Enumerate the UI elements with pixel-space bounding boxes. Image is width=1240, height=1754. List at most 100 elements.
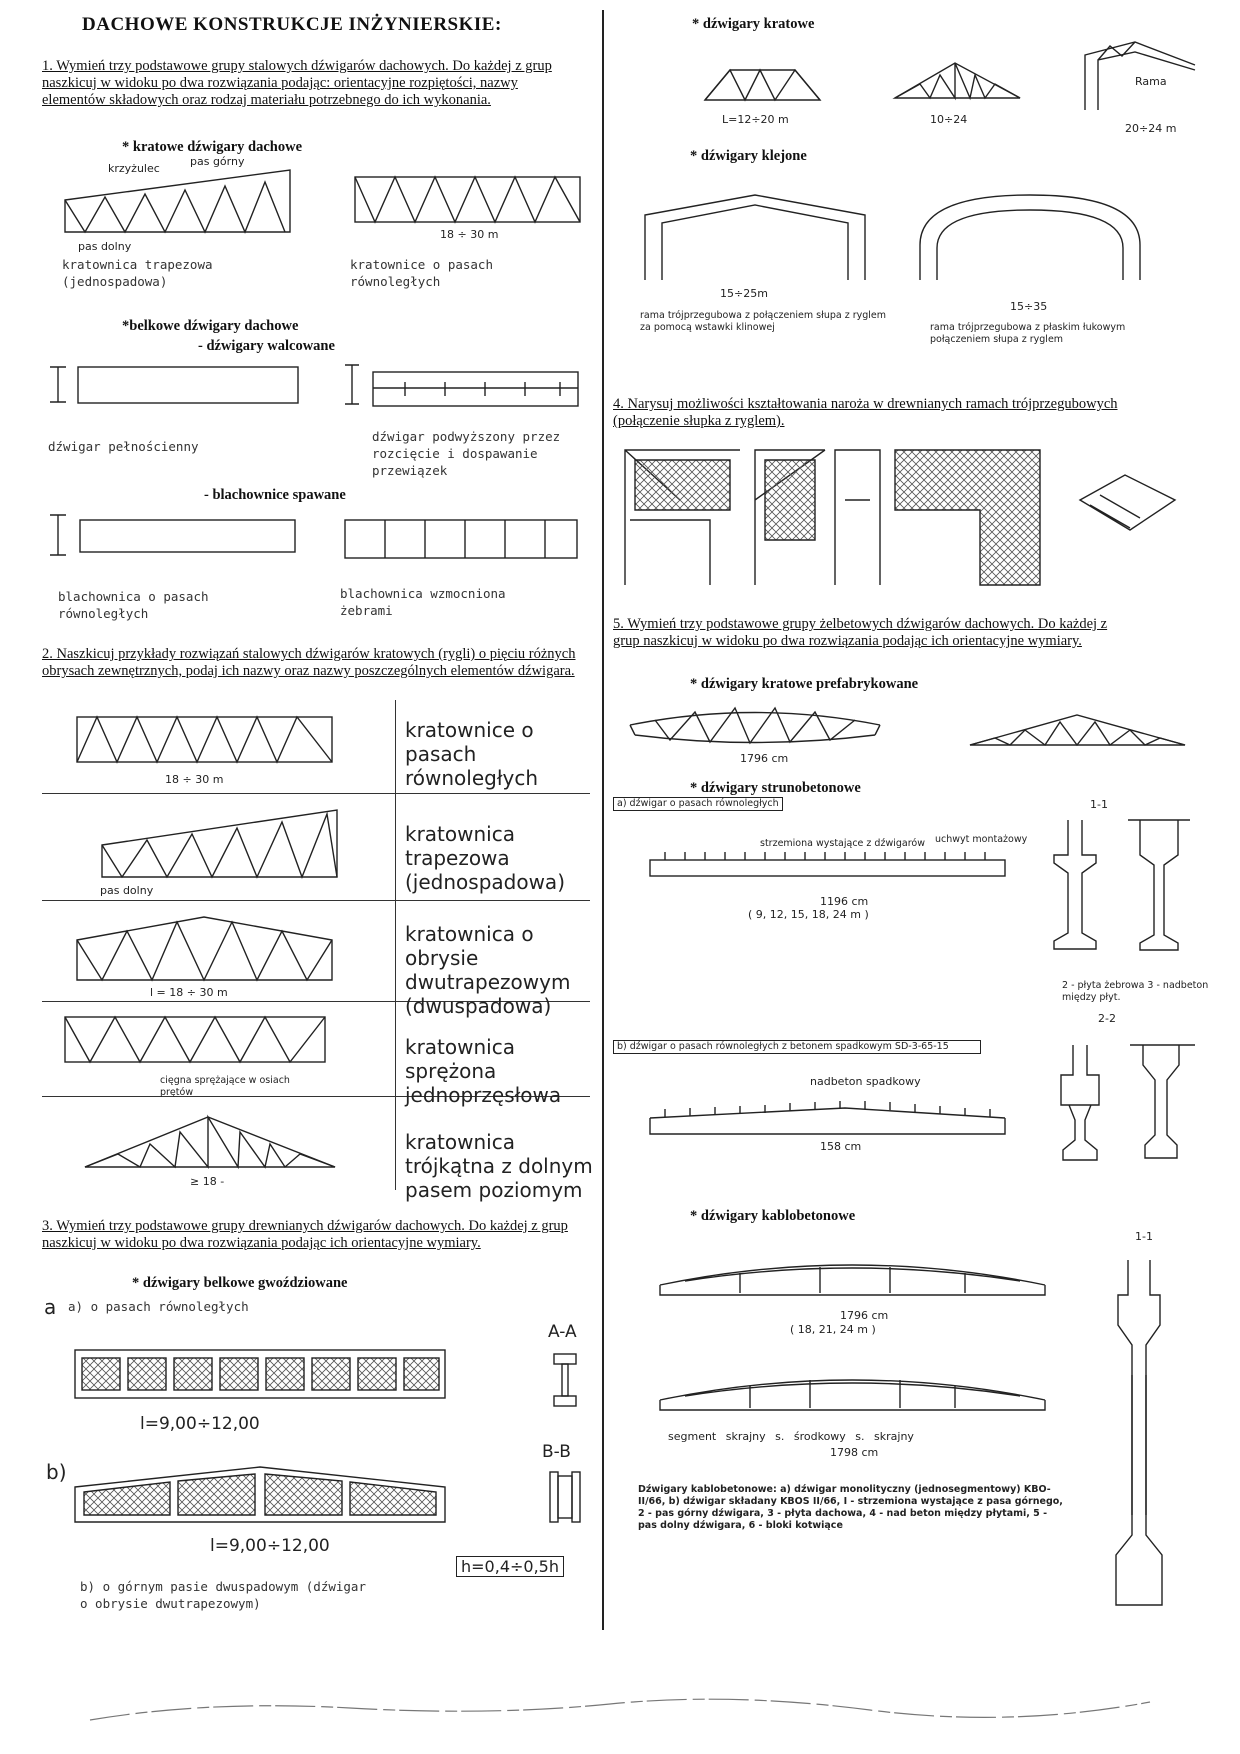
plate-girder-2-drawing — [344, 519, 578, 559]
dim-truss-a: L=12÷20 m — [722, 113, 789, 126]
q2-dim-1: 18 ÷ 30 m — [165, 773, 224, 786]
question-2: 2. Naszkicuj przykłady rozwiązań stalowy… — [42, 646, 576, 679]
timber-truss-a — [703, 68, 822, 102]
corner-joints-drawing — [624, 449, 1177, 586]
h-ratio-box: h=0,4÷0,5h — [456, 1556, 564, 1577]
caption-trapez: kratownica trapezowa (jednospadowa) — [62, 257, 213, 289]
pretensioned-girder-a — [649, 852, 1006, 877]
dim-glulam-1: 15÷25m — [720, 287, 768, 300]
q2-dim-3: l = 18 ÷ 30 m — [150, 986, 228, 999]
column-divider — [602, 10, 604, 1630]
heading-prefab: * dźwigary kratowe prefabrykowane — [690, 676, 919, 692]
q2-truss-parallel — [76, 715, 333, 764]
section-2-2-drawing — [1060, 1044, 1195, 1161]
heading-klejone: * dźwigary klejone — [690, 148, 807, 164]
struno-b-label: b) dźwigar o pasach równoległych z beton… — [613, 1040, 981, 1054]
heading-kratowe: * kratowe dźwigary dachowe — [122, 139, 303, 155]
heading-gwozdziowane: * dźwigary belkowe gwoździowane — [132, 1275, 348, 1291]
question-4: 4. Narysuj możliwości kształtowania naro… — [613, 396, 1118, 429]
trapezoid-truss-drawing — [64, 169, 291, 234]
kablo-b-dim: 1798 cm — [830, 1446, 879, 1459]
parallel-truss-drawing — [354, 175, 581, 224]
timber-truss-c — [1084, 41, 1196, 110]
glulam-frame-2 — [919, 194, 1141, 280]
precast-truss-1 — [629, 706, 881, 745]
timber-truss-b — [892, 62, 1021, 101]
nailed-beam-double-pitched — [74, 1466, 446, 1523]
table-rule-1 — [42, 793, 590, 794]
kablo-segments: segment skrajny s. środkowy s. skrajny — [668, 1430, 914, 1443]
nailed-beam-parallel — [74, 1349, 446, 1399]
struno-a-dim2: ( 9, 12, 15, 18, 24 m ) — [748, 908, 869, 921]
dim-glulam-2: 15÷35 — [1010, 300, 1048, 313]
posttensioned-girder-a — [659, 1264, 1046, 1296]
precast-truss-2 — [969, 714, 1186, 747]
raised-beam-drawing — [345, 364, 579, 407]
label-rama: Rama — [1135, 75, 1167, 88]
section-aa-drawing — [553, 1353, 577, 1407]
caption-pelnoscienny: dźwigar pełnościenny — [48, 439, 199, 454]
q2-name-5: kratownica trójkątna z dolnym pasem pozi… — [405, 1130, 593, 1202]
label-a-pasy: a) o pasach równoległych — [68, 1299, 249, 1314]
caption-blachownica-1: blachownica o pasach równoległych — [58, 589, 209, 621]
q2-truss-double-trapezoid — [76, 916, 333, 982]
label-krzyzulec: krzyżulec — [108, 162, 160, 175]
letter-a: a — [44, 1295, 57, 1319]
q2-dim-4: cięgna sprężające w osiach prętów — [160, 1075, 290, 1098]
kablo-note: Dźwigary kablobetonowe: a) dźwigar monol… — [638, 1484, 1063, 1531]
page-title: DACHOWE KONSTRUKCJE INŻYNIERSKIE: — [82, 14, 502, 35]
q2-truss-triangular — [84, 1114, 336, 1170]
torn-edge-line — [89, 1698, 1151, 1721]
plate-girder-1-drawing — [50, 514, 296, 556]
label-pas-dolny: pas dolny — [78, 240, 132, 253]
caption-podwyzszony: dźwigar podwyższony przez rozcięcie i do… — [372, 429, 561, 478]
table-rule-3 — [42, 1001, 590, 1002]
struno-a-label: a) dźwigar o pasach równoległych — [613, 797, 783, 811]
struno-a-dim: 1196 cm — [820, 895, 869, 908]
q2-name-3: kratownica o obrysie dwutrapezowym (dwus… — [405, 922, 571, 1018]
q2-name-4: kratownica sprężona jednoprzęsłowa — [405, 1035, 562, 1107]
table-rule-2 — [42, 900, 590, 901]
q2-name-2: kratownica trapezowa (jednospadowa) — [405, 822, 565, 894]
dim-truss-c: 20÷24 m — [1125, 122, 1177, 135]
question-5: 5. Wymień trzy podstawowe grupy żelbetow… — [613, 616, 1108, 649]
glulam-frame-1 — [644, 194, 866, 280]
section-aa: A-A — [548, 1322, 577, 1342]
question-3: 3. Wymień trzy podstawowe grupy drewnian… — [42, 1218, 568, 1251]
struno-b-dim: 158 cm — [820, 1140, 862, 1153]
heading-belkowe: *belkowe dźwigary dachowe — [122, 318, 299, 334]
label-b-pasy: b) o górnym pasie dwuspadowym (dźwigar o… — [80, 1579, 366, 1611]
section-kablo-drawing — [1115, 1260, 1163, 1606]
table-vertical-rule — [395, 700, 396, 1190]
q2-dim-2: pas dolny — [100, 884, 154, 897]
letter-b: b) — [46, 1460, 67, 1484]
caption-blachownica-2: blachownica wzmocniona żebrami — [340, 586, 506, 618]
q2-truss-trapezoid — [101, 809, 338, 879]
struno-b-overlay: nadbeton spadkowy — [810, 1075, 921, 1088]
caption-glulam-2: rama trójprzegubowa z płaskim łukowym po… — [930, 322, 1126, 345]
table-rule-4 — [42, 1096, 590, 1097]
dim-b-span: l=9,00÷12,00 — [210, 1536, 330, 1556]
heading-kablobetonowe: * dźwigary kablobetonowe — [690, 1208, 856, 1224]
posttensioned-girder-b — [659, 1379, 1046, 1411]
q2-truss-prestressed — [64, 1015, 326, 1064]
question-1: 1. Wymień trzy podstawowe grupy stalowyc… — [42, 58, 552, 108]
q2-dim-5: ≥ 18 - — [190, 1175, 225, 1188]
section-bb: B-B — [542, 1442, 571, 1462]
rolled-beam-drawing — [50, 366, 299, 404]
section-1-1: 1-1 — [1090, 798, 1108, 811]
heading-walcowane: - dźwigary walcowane — [198, 338, 335, 354]
heading-r-kratowe: * dźwigary kratowe — [692, 16, 815, 32]
dim-truss-b: 10÷24 — [930, 113, 968, 126]
kablo-a-dim: 1796 cm — [840, 1309, 889, 1322]
struno-a-stirrups: strzemiona wystające z dźwigarów — [760, 838, 925, 849]
heading-strunobetonowe: * dźwigary strunobetonowe — [690, 780, 861, 796]
label-pas-gorny: pas górny — [190, 155, 245, 168]
struno-a-handle: uchwyt montażowy — [935, 834, 1028, 845]
heading-blachownice: - blachownice spawane — [204, 487, 346, 503]
q2-name-1: kratownice o pasach równoległych — [405, 718, 539, 790]
section-bb-drawing — [549, 1471, 581, 1523]
caption-rownolegle: kratownice o pasach równoległych — [350, 257, 493, 289]
dim-span-1: 18 ÷ 30 m — [440, 228, 499, 241]
kablo-a-dim2: ( 18, 21, 24 m ) — [790, 1323, 876, 1336]
